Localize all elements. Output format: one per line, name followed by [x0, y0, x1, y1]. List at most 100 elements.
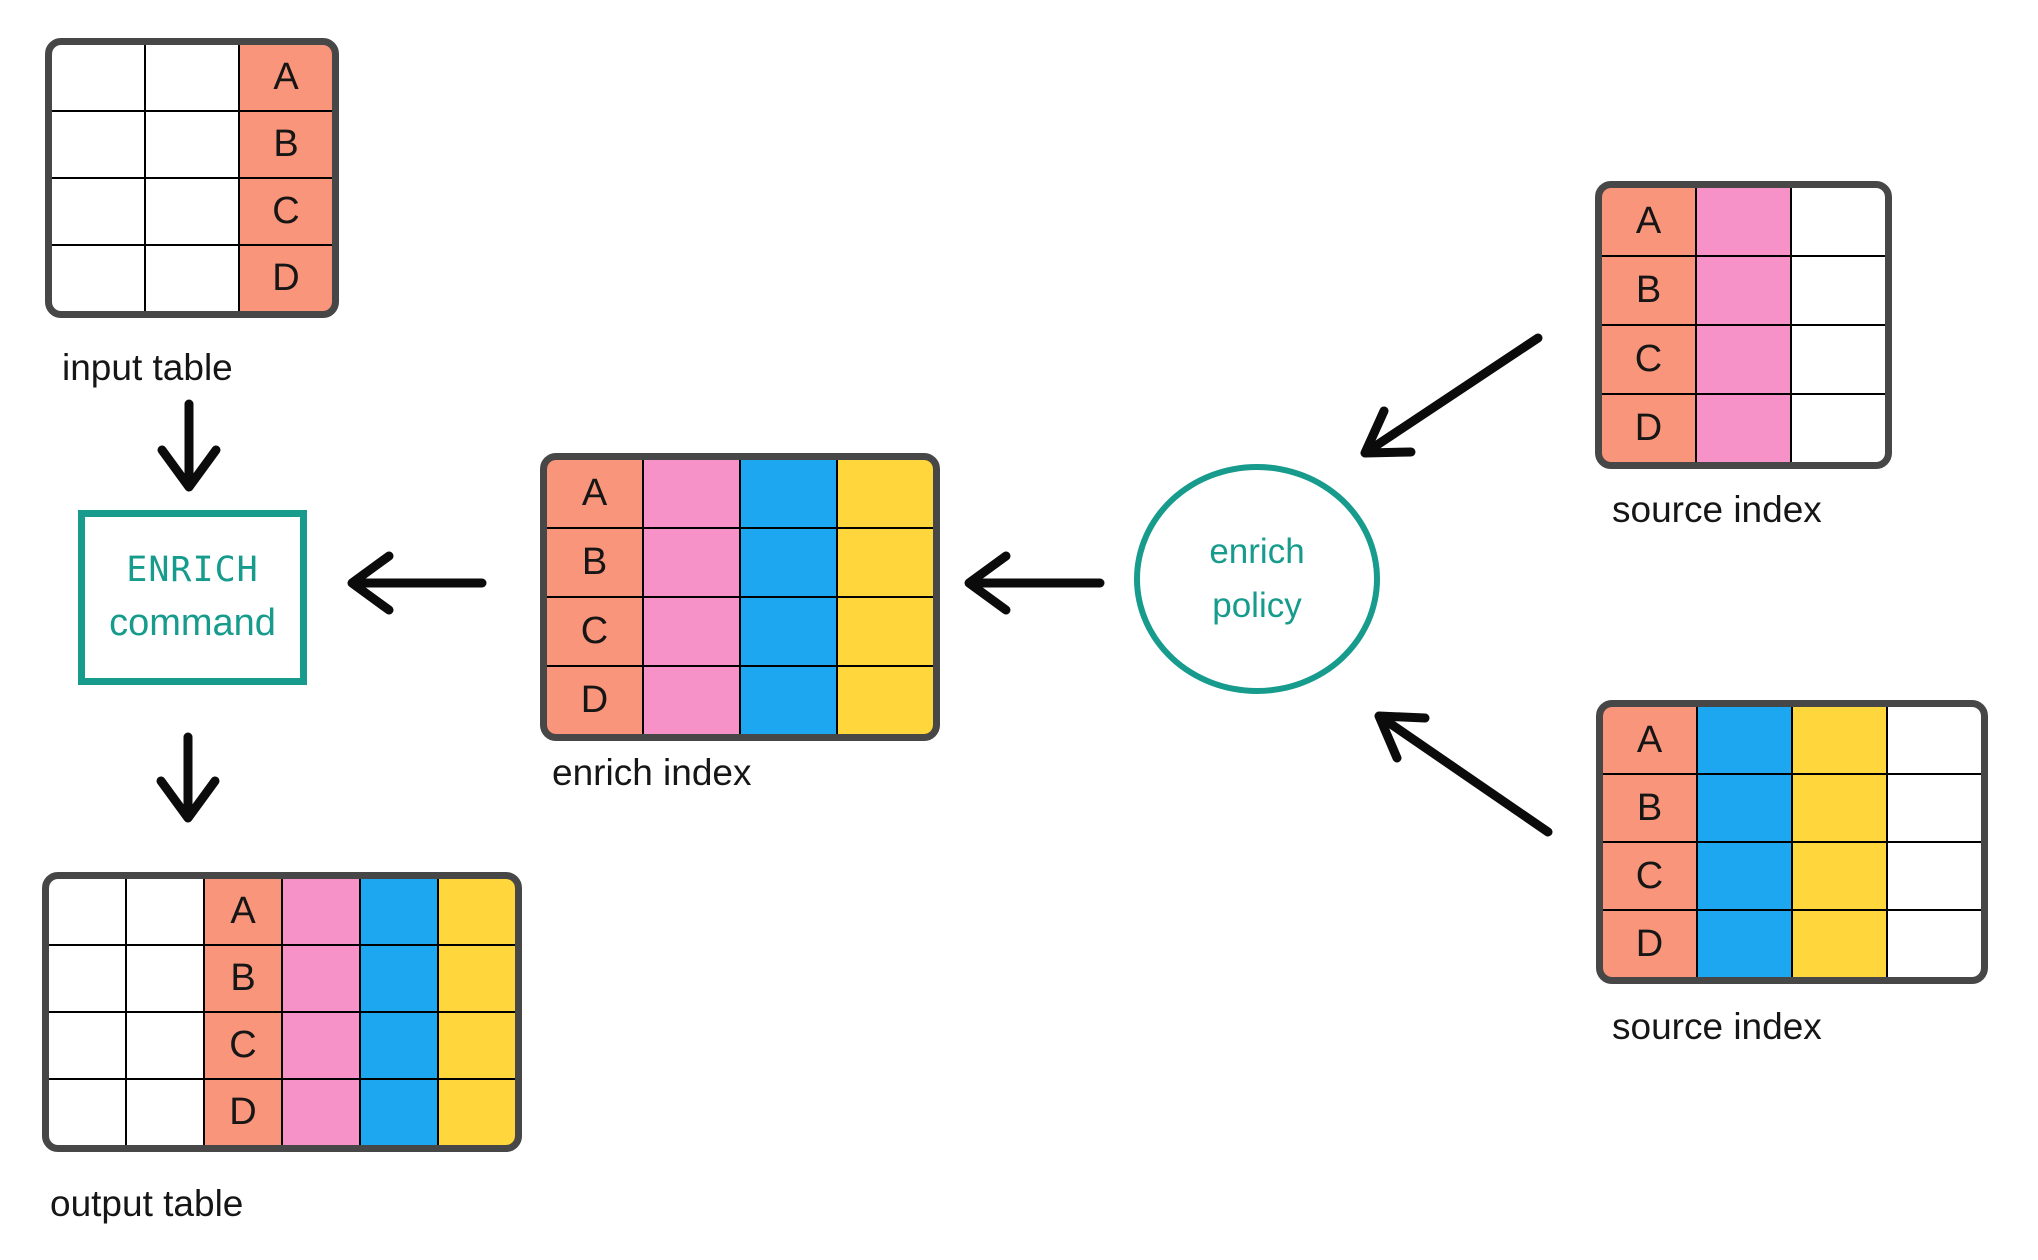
key-cell: D: [547, 667, 642, 734]
key-cell: A: [205, 879, 281, 944]
enrich-index-table: A B C D: [540, 453, 940, 741]
table-cell: [741, 460, 836, 527]
source-index-table-top: A B C D: [1595, 181, 1892, 469]
table-cell: [49, 1013, 125, 1078]
table-cell: [838, 667, 933, 734]
table-cell: [146, 179, 238, 244]
table-cell: [1793, 775, 1886, 841]
key-cell: A: [240, 45, 332, 110]
table-cell: [127, 946, 203, 1011]
table-cell: [1792, 257, 1885, 324]
arrow-input-to-enrich-command: [157, 399, 221, 492]
table-cell: [838, 598, 933, 665]
table-cell: [1793, 843, 1886, 909]
table-cell: [1697, 257, 1790, 324]
table-cell: [127, 879, 203, 944]
table-cell: [1697, 395, 1790, 462]
arrow-policy-to-enrich-index: [964, 551, 1105, 615]
table-cell: [127, 1080, 203, 1145]
source-index-top-label: source index: [1612, 489, 1822, 530]
table-cell: [1697, 188, 1790, 255]
table-cell: [361, 1080, 437, 1145]
table-cell: [439, 1080, 515, 1145]
source-index-table-bottom: A B C D: [1596, 700, 1988, 984]
arrow-enrich-index-to-command: [347, 551, 487, 615]
enrich-command-line2: command: [109, 602, 276, 644]
table-cell: [741, 529, 836, 596]
table-cell: [49, 879, 125, 944]
table-cell: [283, 1080, 359, 1145]
key-cell: C: [240, 179, 332, 244]
table-cell: [1888, 707, 1981, 773]
table-cell: [52, 179, 144, 244]
table-cell: [1888, 775, 1981, 841]
table-cell: [283, 946, 359, 1011]
key-cell: B: [240, 112, 332, 177]
table-cell: [644, 598, 739, 665]
table-cell: [1888, 843, 1981, 909]
table-cell: [1698, 775, 1791, 841]
table-cell: [439, 879, 515, 944]
table-cell: [1888, 911, 1981, 977]
table-cell: [146, 246, 238, 311]
table-cell: [1698, 843, 1791, 909]
enrich-command-box: ENRICH command: [78, 510, 307, 685]
table-cell: [49, 1080, 125, 1145]
arrow-source-bottom-to-policy: [1374, 711, 1553, 837]
table-cell: [146, 112, 238, 177]
key-cell: A: [1603, 707, 1696, 773]
output-table: A B C D: [42, 872, 522, 1152]
table-cell: [361, 1013, 437, 1078]
input-table: A B C D: [45, 38, 339, 318]
key-cell: D: [240, 246, 332, 311]
table-cell: [146, 45, 238, 110]
table-cell: [52, 112, 144, 177]
key-cell: D: [1602, 395, 1695, 462]
input-table-label: input table: [62, 347, 233, 388]
table-cell: [283, 1013, 359, 1078]
table-cell: [1793, 707, 1886, 773]
key-cell: A: [547, 460, 642, 527]
key-cell: A: [1602, 188, 1695, 255]
table-cell: [1698, 707, 1791, 773]
table-cell: [644, 460, 739, 527]
key-cell: B: [205, 946, 281, 1011]
key-cell: C: [205, 1013, 281, 1078]
table-cell: [127, 1013, 203, 1078]
table-cell: [283, 879, 359, 944]
enrich-index-label: enrich index: [552, 752, 752, 793]
table-cell: [1792, 188, 1885, 255]
source-index-bottom-label: source index: [1612, 1006, 1822, 1047]
key-cell: C: [1603, 843, 1696, 909]
key-cell: B: [1602, 257, 1695, 324]
enrich-policy-circle: enrich policy: [1134, 464, 1380, 694]
arrow-enrich-command-to-output: [156, 732, 220, 823]
table-cell: [439, 946, 515, 1011]
table-cell: [1697, 326, 1790, 393]
table-cell: [1792, 326, 1885, 393]
table-cell: [361, 879, 437, 944]
table-cell: [644, 667, 739, 734]
key-cell: C: [1602, 326, 1695, 393]
enrich-command-line1: ENRICH: [126, 550, 259, 590]
key-cell: D: [205, 1080, 281, 1145]
table-cell: [741, 598, 836, 665]
table-cell: [741, 667, 836, 734]
enrich-policy-line1: enrich: [1209, 531, 1305, 571]
table-cell: [838, 529, 933, 596]
table-cell: [361, 946, 437, 1011]
arrow-source-top-to-policy: [1360, 333, 1543, 458]
key-cell: D: [1603, 911, 1696, 977]
output-table-label: output table: [50, 1183, 244, 1224]
table-cell: [52, 246, 144, 311]
enrich-policy-line2: policy: [1212, 586, 1302, 625]
table-cell: [439, 1013, 515, 1078]
table-cell: [52, 45, 144, 110]
table-cell: [1792, 395, 1885, 462]
table-cell: [1698, 911, 1791, 977]
table-cell: [644, 529, 739, 596]
key-cell: C: [547, 598, 642, 665]
key-cell: B: [547, 529, 642, 596]
key-cell: B: [1603, 775, 1696, 841]
table-cell: [49, 946, 125, 1011]
